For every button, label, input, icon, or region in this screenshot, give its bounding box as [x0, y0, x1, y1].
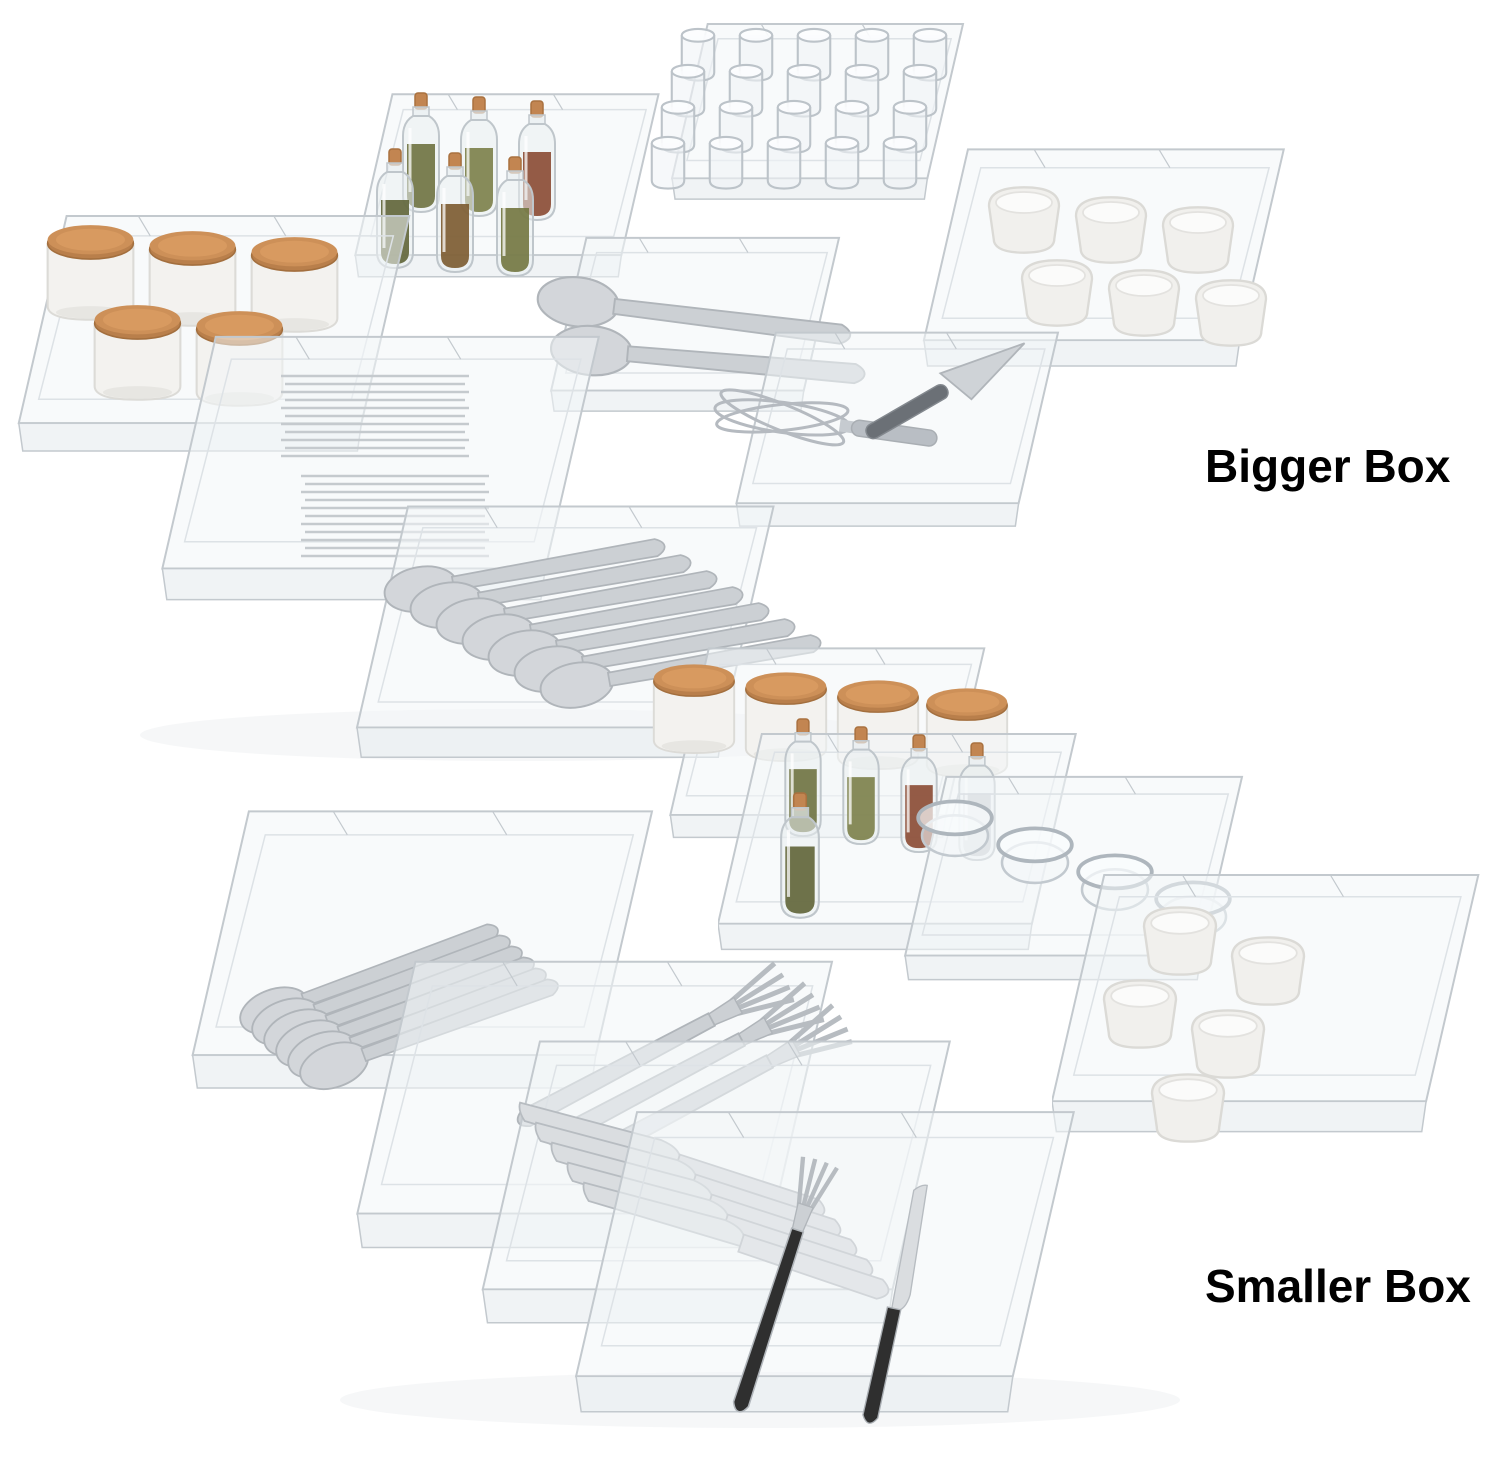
smaller-box-label: Smaller Box — [1205, 1260, 1471, 1312]
bigger-box-label: Bigger Box — [1205, 440, 1451, 492]
organizer-tray — [576, 1112, 1074, 1412]
smaller-box-scene: Smaller Box — [193, 648, 1479, 1428]
